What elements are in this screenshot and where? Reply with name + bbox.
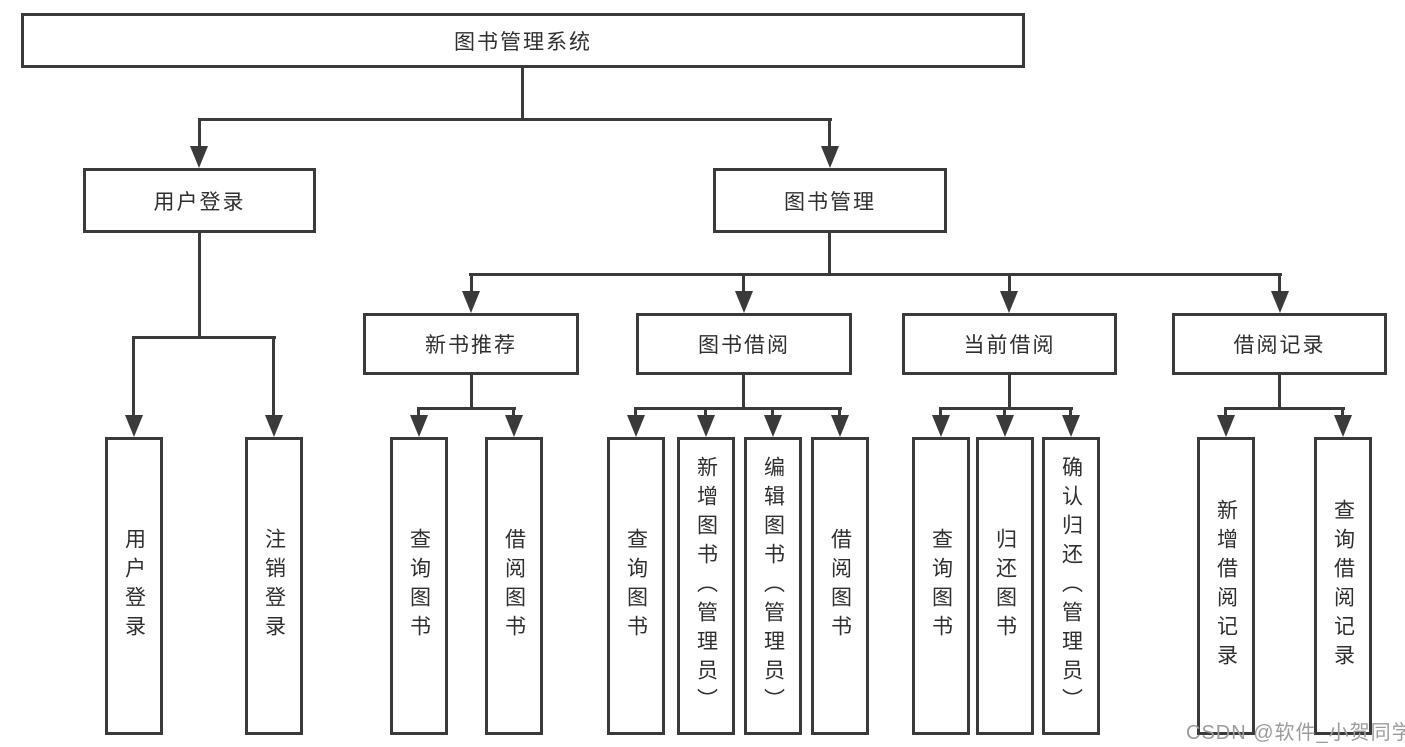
leaf-current-query-books: 查询图书 [912,437,970,735]
leaf-borrow-books: 借阅图书 [811,437,869,735]
connector-drop [704,407,707,417]
connector-borrowrecord-stem [1278,375,1281,407]
arrow-down-icon [190,146,208,168]
leaf-logout-label: 注销登录 [262,528,286,644]
node-user-login: 用户登录 [83,168,316,233]
leaf-query-borrow-record-label: 查询借阅记录 [1331,499,1355,673]
node-book-borrow: 图书借阅 [636,313,852,375]
leaf-borrow-query-books-label: 查询图书 [624,528,648,644]
leaf-newbook-query-books: 查询图书 [390,437,448,735]
leaf-user-login: 用户登录 [105,437,163,735]
connector-drop [198,118,201,150]
arrow-down-icon [505,415,523,437]
leaf-newbook-borrow-books: 借阅图书 [485,437,543,735]
connector-drop [838,407,841,417]
arrow-down-icon [410,415,428,437]
connector-drop [417,407,420,417]
arrow-down-icon [125,415,143,437]
connector-userlogin-hbar [132,336,276,339]
connector-drop [1008,273,1011,293]
arrow-down-icon [1334,415,1352,437]
connector-drop [939,407,942,417]
leaf-return-books: 归还图书 [976,437,1034,735]
connector-drop [272,336,275,417]
connector-drop [512,407,515,417]
arrow-down-icon [735,291,753,313]
arrow-down-icon [764,415,782,437]
connector-userlogin-stem [198,233,201,336]
leaf-add-books-admin: 新增图书（管理员） [677,437,735,735]
node-book-management-label: 图书管理 [784,190,876,214]
connector-level3-hbar [469,273,1282,276]
arrow-down-icon [821,146,839,168]
node-new-book-recommend-label: 新书推荐 [425,334,517,357]
node-book-borrow-label: 图书借阅 [698,334,790,357]
leaf-return-books-label: 归还图书 [993,528,1017,644]
connector-drop [634,407,637,417]
arrow-down-icon [1000,291,1018,313]
connector-drop [1069,407,1072,417]
leaf-add-books-admin-label: 新增图书（管理员） [694,455,718,717]
arrow-down-icon [627,415,645,437]
connector-drop [1003,407,1006,417]
leaf-newbook-borrow-books-label: 借阅图书 [502,528,526,644]
leaf-logout: 注销登录 [245,437,303,735]
arrow-down-icon [831,415,849,437]
node-borrow-records-label: 借阅记录 [1233,334,1326,357]
leaf-add-borrow-record: 新增借阅记录 [1197,437,1255,735]
leaf-edit-books-admin: 编辑图书（管理员） [744,437,802,735]
connector-drop [1224,407,1227,417]
connector-currentborrow-hbar [939,407,1073,410]
arrow-down-icon [1062,415,1080,437]
node-book-management: 图书管理 [713,168,947,233]
leaf-confirm-return-admin-label: 确认归还（管理员） [1059,455,1083,717]
node-root: 图书管理系统 [21,13,1025,68]
connector-currentborrow-stem [1008,375,1011,407]
leaf-borrow-query-books: 查询图书 [607,437,665,735]
leaf-current-query-books-label: 查询图书 [929,528,953,644]
connector-drop [771,407,774,417]
connector-drop [742,273,745,293]
connector-drop [1278,273,1281,293]
connector-newbook-hbar [417,407,516,410]
arrow-down-icon [996,415,1014,437]
node-current-borrow-label: 当前借阅 [963,334,1056,357]
connector-bookborrow-hbar [634,407,842,410]
node-current-borrow: 当前借阅 [902,313,1117,375]
leaf-newbook-query-books-label: 查询图书 [407,528,431,644]
watermark: CSDN @软件_小贺同学 [1186,722,1405,744]
leaf-user-login-label: 用户登录 [122,528,146,644]
arrow-down-icon [462,291,480,313]
connector-drop [132,336,135,417]
arrow-down-icon [697,415,715,437]
leaf-add-borrow-record-label: 新增借阅记录 [1214,499,1238,673]
arrow-down-icon [1271,291,1289,313]
connector-bookborrow-stem [742,375,745,407]
leaf-edit-books-admin-label: 编辑图书（管理员） [761,455,785,717]
connector-drop [470,273,473,293]
leaf-confirm-return-admin: 确认归还（管理员） [1042,437,1100,735]
arrow-down-icon [265,415,283,437]
connector-borrowrecord-hbar [1224,407,1345,410]
node-user-login-label: 用户登录 [153,190,246,214]
connector-newbook-stem [470,375,473,407]
node-root-label: 图书管理系统 [454,30,592,54]
connector-root-stem [521,68,524,118]
leaf-borrow-books-label: 借阅图书 [828,528,852,644]
node-new-book-recommend: 新书推荐 [363,313,579,375]
arrow-down-icon [1217,415,1235,437]
connector-bookmgmt-stem [828,233,831,275]
node-borrow-records: 借阅记录 [1172,313,1387,375]
leaf-query-borrow-record: 查询借阅记录 [1314,437,1372,735]
connector-drop [828,118,831,150]
connector-level2-hbar [198,118,832,121]
arrow-down-icon [932,415,950,437]
connector-drop [1341,407,1344,417]
